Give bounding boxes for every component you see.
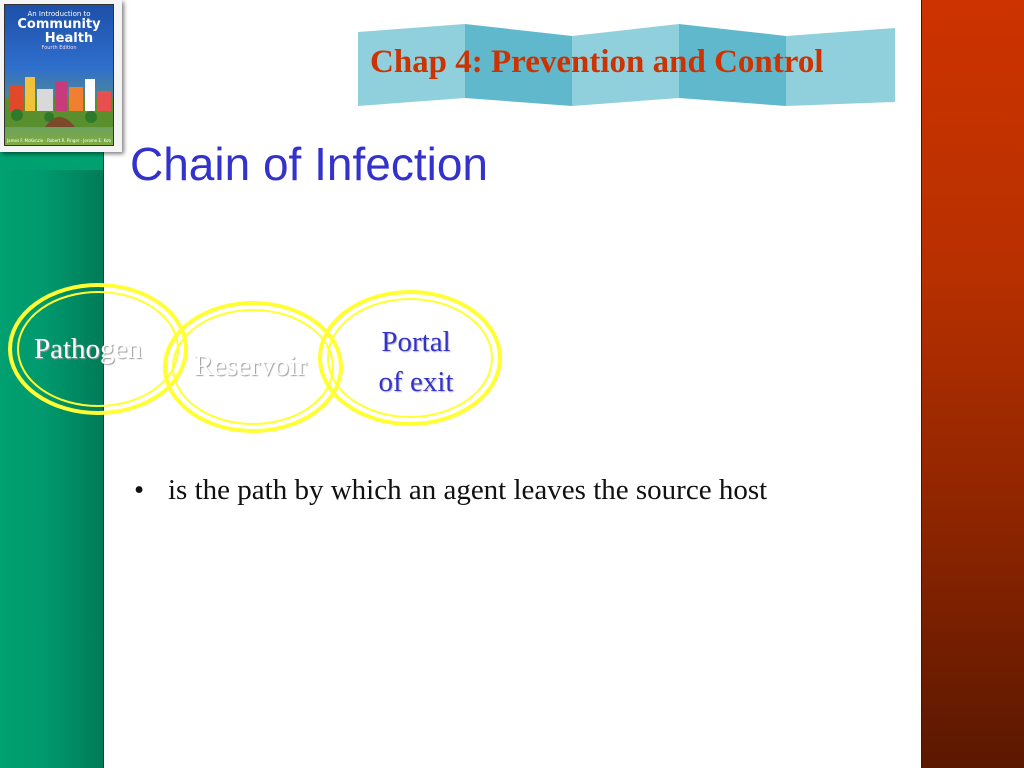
portal-ring: [318, 290, 502, 426]
book-title-line1: An Introduction to: [27, 10, 91, 18]
pathogen-label: Pathogen: [34, 333, 142, 365]
book-town-illustration: [5, 77, 113, 127]
reservoir-ring: [163, 301, 343, 433]
bullet-list: • is the path by which an agent leaves t…: [134, 470, 904, 510]
book-title-line3: Health: [44, 30, 94, 46]
portal-of-exit-label: Portal of exit: [356, 322, 476, 402]
reservoir-label: Reservoir: [194, 350, 307, 382]
book-authors: James F. McKenzie · Robert R. Pinger · J…: [7, 138, 111, 143]
bullet-symbol: •: [134, 474, 145, 506]
textbook-cover-image: An Introduction to Community Health Four…: [0, 0, 122, 152]
right-decorative-bar: [921, 0, 1024, 768]
chapter-title: Chap 4: Prevention and Control: [370, 44, 824, 80]
book-title: An Introduction to Community Health Four…: [5, 10, 113, 51]
pathogen-ring-inner: [17, 291, 179, 407]
book-edition: Fourth Edition: [41, 44, 77, 51]
portal-label-line2: of exit: [378, 366, 454, 398]
reservoir-ring-inner: [172, 309, 334, 425]
portal-label-line1: Portal: [381, 326, 451, 358]
book-title-line2: Community: [17, 17, 101, 33]
pathogen-ring: [8, 283, 188, 415]
chapter-banner: [358, 24, 895, 106]
book-cover: An Introduction to Community Health Four…: [4, 4, 114, 146]
chain-of-infection-diagram: [8, 283, 502, 433]
slide-title: Chain of Infection: [130, 138, 489, 190]
bullet-item: • is the path by which an agent leaves t…: [134, 470, 904, 510]
bullet-text: is the path by which an agent leaves the…: [168, 474, 768, 506]
portal-ring-inner: [327, 298, 493, 418]
